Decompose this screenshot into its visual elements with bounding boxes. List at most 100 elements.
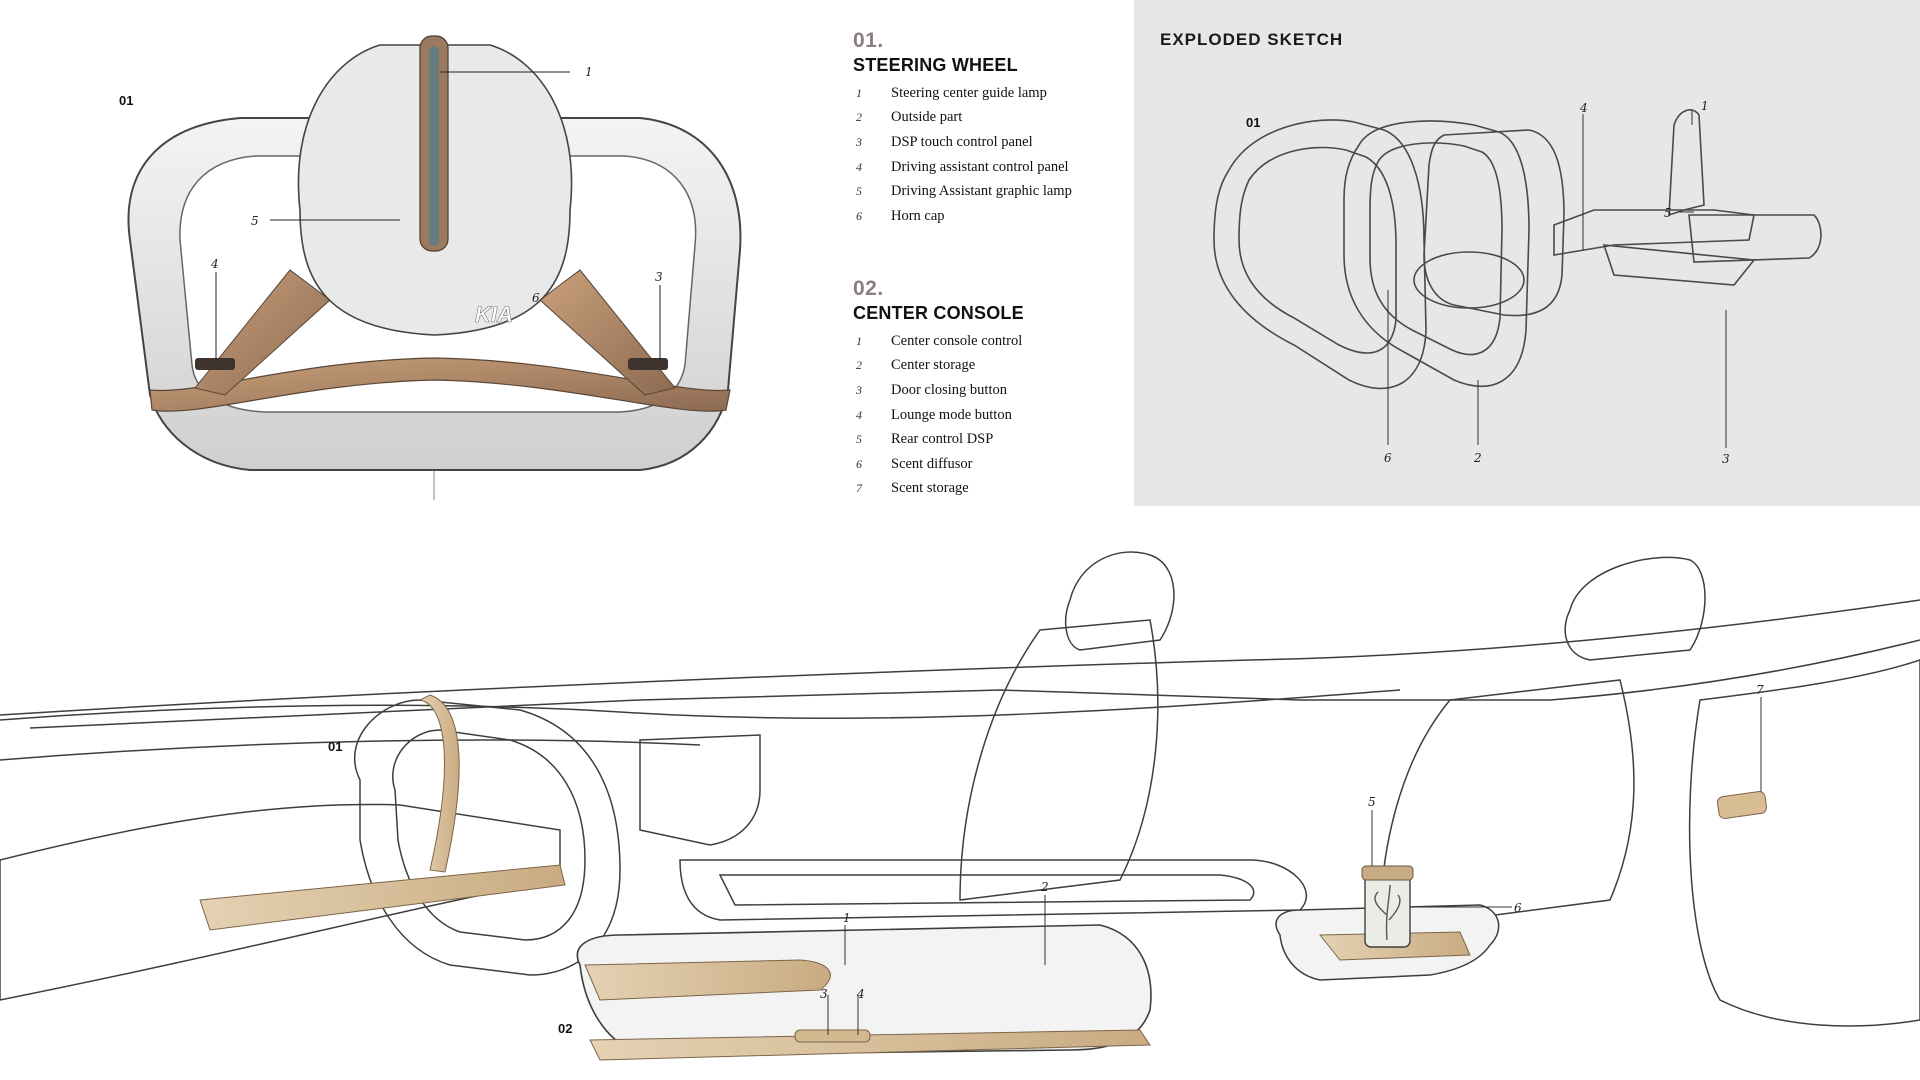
kia-logo: KIA bbox=[475, 302, 513, 327]
rear-side-panel bbox=[1688, 659, 1920, 1027]
list-item: 4 Driving assistant control panel bbox=[853, 155, 1123, 180]
rear-seat-headrest bbox=[1564, 556, 1706, 661]
list-item: 2 Center storage bbox=[853, 354, 1123, 379]
item-number: 4 bbox=[856, 407, 862, 422]
ref-label-01: 01 bbox=[328, 739, 342, 754]
exploded-drawing: 01 4 1 5 6 2 3 bbox=[1213, 99, 1822, 466]
section-title: CENTER CONSOLE bbox=[853, 303, 1024, 323]
wheel-sand-band bbox=[418, 694, 460, 873]
interior-scene-sketch: 01 02 7 5 6 2 1 3 4 bbox=[0, 551, 1920, 1061]
exploded-hub bbox=[1423, 129, 1565, 317]
item-number: 5 bbox=[856, 184, 862, 199]
door-trim bbox=[639, 734, 761, 846]
roof-line bbox=[0, 599, 1920, 716]
scene-wheel-ring-inner bbox=[392, 729, 586, 941]
item-label: Outside part bbox=[891, 109, 963, 126]
item-number: 3 bbox=[856, 134, 862, 149]
item-number: 1 bbox=[856, 333, 862, 348]
door-trim bbox=[679, 859, 1307, 921]
item-label: Door closing button bbox=[891, 381, 1007, 398]
center-console-spec: 02. CENTER CONSOLE 1 Center console contr… bbox=[853, 277, 1123, 501]
item-label: Horn cap bbox=[891, 207, 945, 224]
dashboard-line bbox=[0, 739, 701, 761]
callout-4: 4 bbox=[1579, 101, 1588, 115]
left-control-panel bbox=[195, 358, 235, 370]
item-number: 1 bbox=[856, 85, 862, 100]
item-label: Lounge mode button bbox=[891, 406, 1012, 423]
callout-4: 4 bbox=[210, 257, 219, 271]
callout-7: 7 bbox=[1756, 683, 1764, 697]
callout-6: 6 bbox=[1384, 451, 1392, 465]
item-label: Driving assistant control panel bbox=[891, 158, 1069, 175]
item-label: Center console control bbox=[891, 332, 1023, 349]
rear-seat-back bbox=[1379, 679, 1635, 931]
item-label: Steering center guide lamp bbox=[891, 84, 1047, 101]
front-seat-back bbox=[959, 619, 1159, 901]
callout-6: 6 bbox=[532, 291, 540, 305]
list-item: 5 Rear control DSP bbox=[853, 427, 1123, 452]
callout-2: 2 bbox=[1473, 451, 1482, 465]
callout-5: 5 bbox=[1368, 795, 1376, 809]
callout-5: 5 bbox=[1664, 206, 1672, 220]
list-item: 6 Scent diffusor bbox=[853, 452, 1123, 477]
scene-wheel-ring bbox=[353, 699, 621, 976]
item-label: Center storage bbox=[891, 357, 976, 374]
item-label: Scent diffusor bbox=[891, 455, 973, 472]
scent-storage bbox=[1716, 791, 1768, 819]
dashboard-top bbox=[29, 639, 1920, 729]
item-number: 5 bbox=[856, 432, 862, 447]
item-number: 6 bbox=[856, 208, 862, 223]
right-control-panel bbox=[628, 358, 668, 370]
list-item: 4 Lounge mode button bbox=[853, 403, 1123, 428]
callout-4: 4 bbox=[856, 987, 865, 1001]
console-sand-tray bbox=[584, 959, 831, 1001]
steering-wheel-spec: 01. STEERING WHEEL 1 Steering center guid… bbox=[853, 29, 1123, 229]
item-number: 3 bbox=[856, 382, 862, 397]
dashboard-line bbox=[0, 689, 1401, 721]
item-number: 4 bbox=[856, 159, 862, 174]
exploded-outer-rim bbox=[1213, 119, 1427, 390]
door-trim-inner bbox=[718, 874, 1255, 906]
diffusor-cap bbox=[1361, 865, 1414, 881]
console-sand-trim bbox=[589, 1029, 1151, 1061]
exploded-ref-01: 01 bbox=[1246, 115, 1260, 130]
list-item: 3 DSP touch control panel bbox=[853, 130, 1123, 155]
list-item: 6 Horn cap bbox=[853, 204, 1123, 229]
list-item: 7 Scent storage bbox=[853, 477, 1123, 502]
section-number: 02. bbox=[853, 277, 884, 300]
item-number: 7 bbox=[856, 481, 862, 496]
list-item: 1 Steering center guide lamp bbox=[853, 81, 1123, 106]
item-number: 2 bbox=[856, 358, 862, 373]
item-label: Rear control DSP bbox=[891, 431, 994, 448]
ref-label-01: 01 bbox=[119, 93, 133, 108]
list-item: 2 Outside part bbox=[853, 106, 1123, 131]
section-title: STEERING WHEEL bbox=[853, 55, 1018, 75]
exploded-sketch-panel: EXPLODED SKETCH 01 bbox=[1134, 0, 1920, 506]
front-seat-headrest bbox=[1064, 551, 1175, 651]
callout-6: 6 bbox=[1514, 901, 1522, 915]
spec-list: 1 Steering center guide lamp 2 Outside par… bbox=[853, 81, 1123, 229]
dashboard-sand-strip bbox=[199, 864, 566, 931]
callout-5: 5 bbox=[251, 214, 259, 228]
section-number: 01. bbox=[853, 29, 884, 52]
item-number: 6 bbox=[856, 456, 862, 471]
list-item: 3 Door closing button bbox=[853, 378, 1123, 403]
item-label: Scent storage bbox=[891, 480, 969, 497]
exploded-hub-cap bbox=[1413, 251, 1525, 309]
diffusor-plant bbox=[1374, 884, 1401, 941]
item-number: 2 bbox=[856, 110, 862, 125]
center-console bbox=[576, 924, 1152, 1056]
callout-3: 3 bbox=[1722, 452, 1730, 466]
item-label: DSP touch control panel bbox=[891, 133, 1033, 150]
panel-title: EXPLODED SKETCH bbox=[1160, 30, 1344, 49]
wheel-bronze-band bbox=[149, 357, 731, 412]
lamp-glow bbox=[429, 46, 439, 246]
console-buttons bbox=[794, 1029, 871, 1043]
exploded-back-spoke bbox=[1553, 209, 1755, 256]
callout-2: 2 bbox=[1040, 880, 1049, 894]
exploded-guide-lamp bbox=[1668, 109, 1705, 217]
exploded-middle-ring bbox=[1343, 120, 1530, 388]
exploded-lamp-base bbox=[1688, 214, 1822, 263]
callout-3: 3 bbox=[655, 270, 663, 284]
